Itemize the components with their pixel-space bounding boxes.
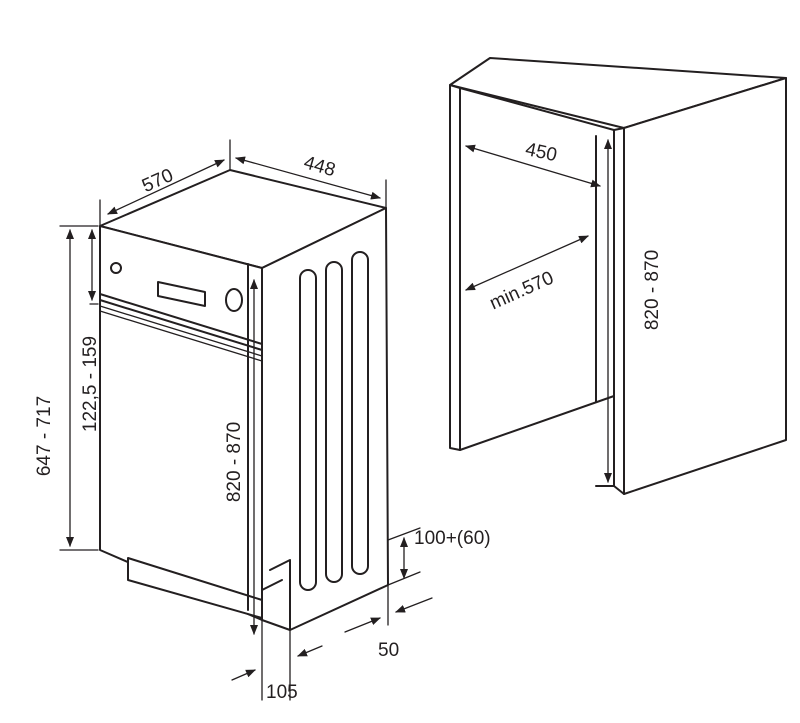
plinth-height-label: 100+(60) bbox=[414, 528, 491, 549]
depth-label: 570 bbox=[139, 165, 177, 197]
niche-width-label: 450 bbox=[523, 139, 558, 166]
total-height-label: 647 - 717 bbox=[34, 396, 55, 476]
dishwasher-dimension-lines bbox=[59, 139, 433, 701]
dishwasher-illustration bbox=[99, 169, 389, 631]
door-height-label: 122,5 - 159 bbox=[80, 336, 101, 432]
body-height-label: 820 - 870 bbox=[224, 422, 245, 502]
side-panel-ribs bbox=[299, 251, 369, 591]
dishwasher-plinth bbox=[127, 557, 263, 619]
width-label: 448 bbox=[301, 152, 337, 181]
control-knob-icon bbox=[225, 288, 243, 312]
niche-cabinet-illustration bbox=[449, 57, 787, 495]
niche-dimension-lines bbox=[465, 139, 612, 483]
niche-right-side bbox=[623, 77, 787, 495]
plinth-setback-label: 50 bbox=[378, 640, 399, 661]
niche-height-label: 820 - 870 bbox=[642, 250, 663, 330]
indicator-light-icon bbox=[110, 262, 122, 274]
foot-offset-label: 105 bbox=[266, 682, 298, 703]
niche-depth-label: min.570 bbox=[487, 268, 557, 315]
niche-left-panel bbox=[449, 84, 461, 451]
display-panel bbox=[157, 281, 206, 307]
